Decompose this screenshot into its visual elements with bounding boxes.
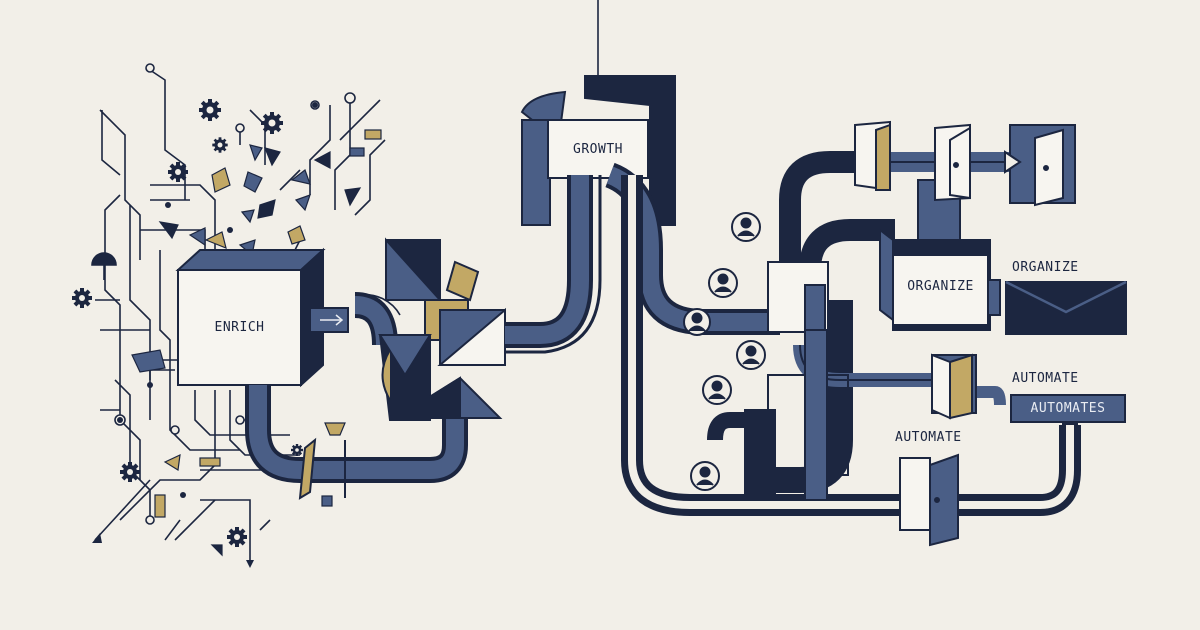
- arrow-icon: [1004, 150, 1022, 174]
- user-icon: [683, 212, 766, 491]
- gear-icon: [72, 99, 303, 547]
- geometric-prism-cluster: [353, 237, 506, 421]
- arrow-icon: [92, 533, 254, 568]
- enrich-label: ENRICH: [214, 320, 265, 335]
- enrich-box: [175, 247, 326, 388]
- organize-side-label: ORGANIZE: [1012, 260, 1079, 275]
- growth-label: GROWTH: [573, 141, 623, 157]
- automate-upper-label: AUTOMATE: [1012, 371, 1079, 386]
- junction-boxes: [744, 179, 1001, 501]
- organize-box-label: ORGANIZE: [907, 278, 974, 294]
- automates-tag: AUTOMATES: [1010, 394, 1126, 423]
- pipe-valve: [298, 437, 346, 500]
- growth-tower: [520, 75, 676, 226]
- door-icon: [854, 120, 1076, 547]
- envelope-icon: [1005, 280, 1127, 335]
- enrich-output-connector: [309, 307, 349, 333]
- lamp-icon: [91, 252, 117, 280]
- automate-lower-label: AUTOMATE: [895, 430, 962, 445]
- enrich-lower-pipe: [245, 385, 468, 483]
- circuit-nodes: [114, 63, 356, 525]
